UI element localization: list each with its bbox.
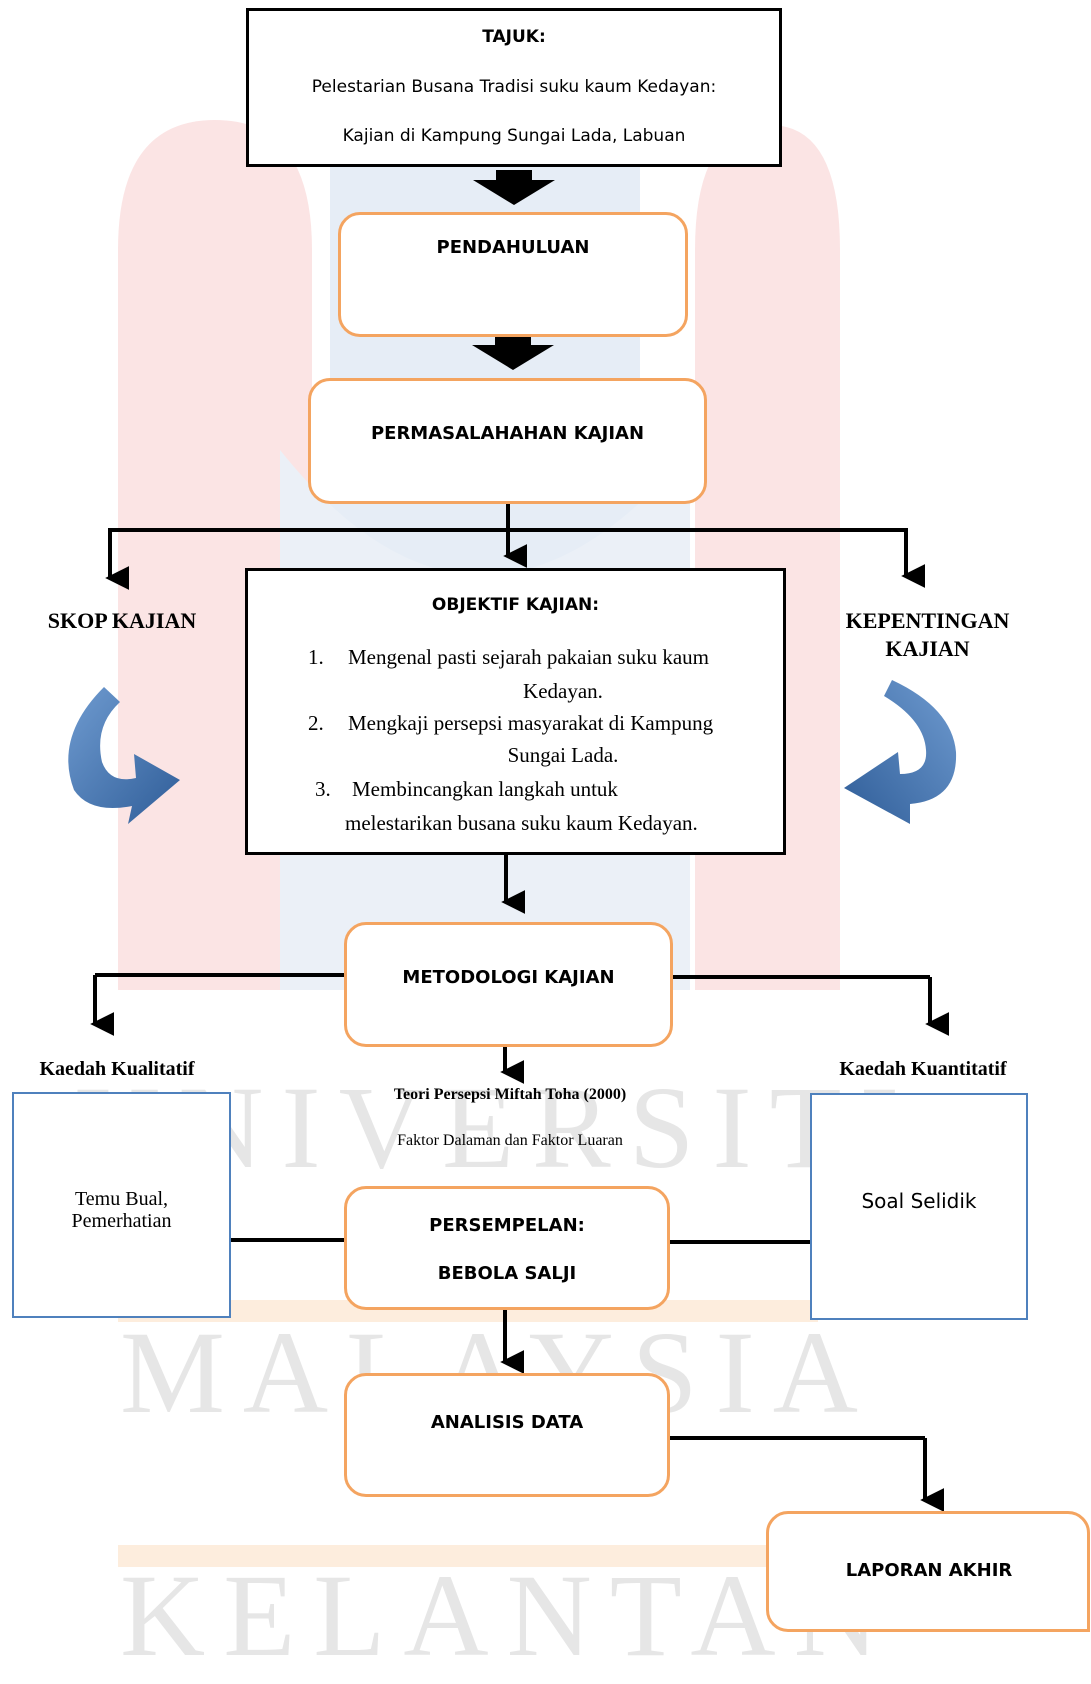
node-permasalahan: PERMASALAHAHAN KAJIAN <box>308 378 707 504</box>
node-metodologi: METODOLOGI KAJIAN <box>344 922 673 1047</box>
node-persempelan-line-2: BEBOLA SALJI <box>437 1263 577 1284</box>
objektif-item-1-line-2: Kedayan. <box>523 679 603 703</box>
label-faktor: Faktor Dalaman dan Faktor Luaran <box>397 1132 623 1149</box>
block-arrow-1 <box>473 170 555 205</box>
node-persempelan-line-1: PERSEMPELAN: <box>429 1215 585 1236</box>
block-arrow-2 <box>472 335 554 370</box>
label-teori: Teori Persepsi Miftah Toha (2000) <box>393 1086 627 1103</box>
box-kaedah-kualitatif: Temu Bual, Pemerhatian <box>12 1092 231 1318</box>
label-kepentingan-line-1: KEPENTINGAN <box>845 608 1010 633</box>
node-pendahuluan-label: PENDAHULUAN <box>436 237 590 258</box>
objektif-item-1-number: 1. <box>308 645 324 669</box>
node-laporan-label: LAPORAN AKHIR <box>845 1560 1013 1581</box>
title-line-2: Kajian di Kampung Sungai Lada, Labuan <box>342 126 686 146</box>
label-kaedah-kuantitatif: Kaedah Kuantitatif <box>839 1058 1007 1080</box>
label-skop-kajian: SKOP KAJIAN <box>47 608 197 633</box>
objektif-item-3-line-2: melestarikan busana suku kaum Kedayan. <box>345 811 698 835</box>
curved-arrow-left-icon <box>68 687 180 824</box>
node-metodologi-label: METODOLOGI KAJIAN <box>402 967 615 988</box>
objektif-item-2-number: 2. <box>308 711 324 735</box>
objektif-item-3-line-1: Membincangkan langkah untuk <box>352 777 618 801</box>
curved-arrow-right-icon <box>844 680 957 824</box>
objektif-box: OBJEKTIF KAJIAN: 1. Mengenal pasti sejar… <box>245 568 786 855</box>
title-line-1: Pelestarian Busana Tradisi suku kaum Ked… <box>311 77 717 97</box>
objektif-heading: OBJEKTIF KAJIAN: <box>431 595 600 615</box>
objektif-item-2-line-1: Mengkaji persepsi masyarakat di Kampung <box>348 711 714 735</box>
node-analisis-data: ANALISIS DATA <box>344 1373 670 1497</box>
kuantitatif-text: Soal Selidik <box>861 1189 977 1213</box>
node-laporan-akhir: LAPORAN AKHIR <box>766 1511 1090 1632</box>
flow-connectors <box>90 170 950 1512</box>
box-kaedah-kuantitatif: Soal Selidik <box>810 1093 1028 1320</box>
node-pendahuluan: PENDAHULUAN <box>338 212 688 337</box>
objektif-item-3-number: 3. <box>315 777 331 801</box>
label-kepentingan-line-2: KAJIAN <box>885 636 970 661</box>
node-analisis-label: ANALISIS DATA <box>430 1412 584 1433</box>
title-box: TAJUK: Pelestarian Busana Tradisi suku k… <box>246 8 782 167</box>
label-kaedah-kualitatif: Kaedah Kualitatif <box>39 1058 195 1080</box>
objektif-item-2-line-2: Sungai Lada. <box>507 743 619 767</box>
title-heading: TAJUK: <box>482 27 546 47</box>
node-permasalahan-label: PERMASALAHAHAN KAJIAN <box>370 423 645 444</box>
kualitatif-line-1: Temu Bual, <box>74 1188 169 1210</box>
objektif-item-1-line-1: Mengenal pasti sejarah pakaian suku kaum <box>348 645 709 669</box>
node-persempelan: PERSEMPELAN: BEBOLA SALJI <box>344 1186 670 1310</box>
kualitatif-line-2: Pemerhatian <box>71 1210 172 1232</box>
